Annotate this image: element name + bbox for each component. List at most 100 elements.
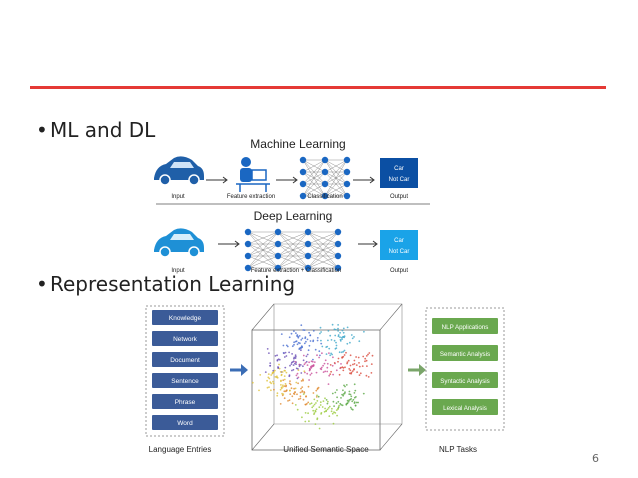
- embedding-point: [294, 387, 297, 390]
- embedding-point: [316, 388, 319, 390]
- embedding-point: [351, 400, 354, 403]
- embedding-point: [277, 358, 280, 361]
- dl-output-box: [380, 230, 418, 260]
- embedding-point: [338, 404, 340, 407]
- embedding-point: [315, 396, 318, 398]
- embedding-point: [332, 400, 335, 403]
- embedding-point: [296, 408, 299, 411]
- embedding-point: [298, 363, 301, 366]
- embedding-point: [300, 324, 303, 327]
- embedding-point: [303, 370, 306, 373]
- embedding-point: [278, 363, 280, 366]
- embedding-point: [275, 376, 278, 379]
- embedding-point: [333, 339, 336, 342]
- embedding-point: [332, 356, 334, 359]
- ml-label-feature: Feature extraction: [227, 194, 275, 200]
- embedding-point: [283, 352, 285, 355]
- embedding-point: [325, 399, 328, 401]
- net-node: [334, 228, 342, 236]
- label-unified-semantic-space: Unified Semantic Space: [283, 445, 369, 454]
- embedding-point: [300, 387, 302, 390]
- embedding-point: [335, 341, 337, 344]
- dl-title: Deep Learning: [254, 209, 333, 223]
- net-edge: [307, 231, 339, 257]
- net-edge: [277, 231, 309, 245]
- embedding-point: [299, 391, 302, 394]
- dl-car-icon: [154, 228, 204, 258]
- net-node: [274, 252, 282, 260]
- embedding-point: [308, 379, 310, 381]
- embedding-point: [299, 397, 302, 400]
- language-entry-label: Knowledge: [169, 315, 202, 322]
- embedding-point: [334, 328, 337, 331]
- dl-neural-network: [244, 228, 342, 272]
- language-entry: [152, 394, 218, 409]
- embedding-point: [282, 344, 285, 347]
- embedding-point: [284, 370, 286, 372]
- ml-output-box: [380, 158, 418, 188]
- embedding-point: [303, 329, 306, 331]
- language-entry: [152, 352, 218, 367]
- embedding-point: [358, 365, 361, 368]
- net-node: [244, 252, 252, 260]
- embedding-point: [365, 355, 368, 357]
- embedding-point: [315, 371, 318, 374]
- embedding-point: [283, 378, 286, 381]
- embedding-point: [285, 371, 288, 374]
- embedding-point: [347, 359, 350, 362]
- embedding-point: [300, 349, 302, 352]
- embedding-point: [345, 403, 348, 406]
- ml-title: Machine Learning: [250, 137, 345, 151]
- embedding-point: [365, 359, 368, 362]
- embedding-point: [324, 397, 326, 400]
- embedding-point: [280, 380, 282, 383]
- embedding-point: [313, 412, 316, 414]
- embedding-point: [293, 387, 295, 390]
- language-entry-label: Document: [170, 357, 200, 364]
- net-edge: [302, 171, 326, 197]
- embedding-point: [328, 352, 330, 354]
- embedding-point: [291, 345, 294, 348]
- embedding-point: [307, 401, 310, 404]
- embedding-point: [302, 354, 305, 357]
- embedding-point: [297, 369, 300, 371]
- embedding-point: [273, 388, 275, 391]
- title-rule: [30, 86, 606, 89]
- net-node: [321, 156, 329, 164]
- net-edge: [277, 255, 309, 269]
- language-entry: [152, 331, 218, 346]
- embedding-point: [295, 340, 298, 343]
- embedding-point: [276, 392, 279, 395]
- embedding-point: [272, 371, 275, 374]
- embedding-point: [358, 362, 360, 364]
- embedding-point: [258, 389, 260, 392]
- dl-label-feature: Feature extraction + Classification: [251, 268, 342, 274]
- embedding-point: [334, 334, 337, 337]
- embedding-point: [298, 365, 301, 368]
- embedding-point: [363, 330, 365, 333]
- embedding-point: [293, 341, 295, 344]
- embedding-point: [339, 331, 341, 334]
- embedding-point: [314, 409, 317, 412]
- dl-output-car: Car: [394, 238, 404, 244]
- embedding-point: [276, 394, 279, 397]
- net-edge: [277, 231, 309, 269]
- net-node: [343, 180, 351, 188]
- embedding-point: [327, 407, 330, 409]
- net-edge: [307, 231, 339, 269]
- embedding-point: [346, 362, 348, 365]
- net-node: [304, 240, 312, 248]
- embedding-point: [367, 376, 370, 378]
- embedding-point: [312, 409, 315, 412]
- embedding-point: [324, 407, 326, 410]
- embedding-point: [272, 382, 275, 385]
- net-edge: [247, 231, 279, 257]
- embedding-point: [362, 355, 365, 358]
- language-entry: [152, 373, 218, 388]
- embedding-point: [280, 384, 282, 386]
- embedding-point: [297, 376, 300, 379]
- embedding-point: [370, 372, 373, 374]
- embedding-point: [342, 327, 345, 330]
- embedding-point: [294, 361, 297, 363]
- embedding-point: [295, 381, 298, 384]
